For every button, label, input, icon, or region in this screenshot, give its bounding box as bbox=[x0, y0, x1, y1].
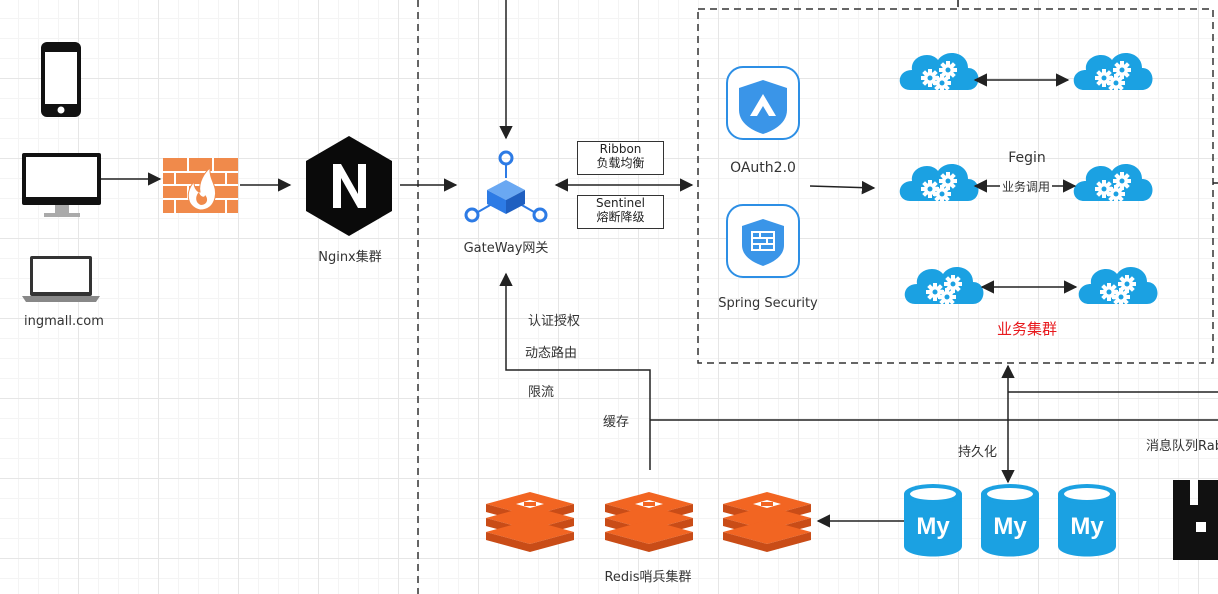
gateway-feature: 认证授权 bbox=[528, 314, 581, 329]
phone-icon bbox=[41, 42, 81, 117]
mq-label: 消息队列Rab bbox=[1146, 439, 1218, 454]
gateway-icon bbox=[464, 150, 548, 223]
service-cloud-icon bbox=[1074, 53, 1153, 92]
mysql-glyph: My bbox=[1070, 513, 1104, 540]
business-cluster-border bbox=[697, 8, 1214, 364]
oauth-label: OAuth2.0 bbox=[730, 160, 796, 176]
ribbon-subtitle: 负载均衡 bbox=[596, 156, 645, 170]
business-call-label: 业务调用 bbox=[1001, 180, 1051, 194]
redis-icon bbox=[723, 492, 811, 552]
service-cloud-icon bbox=[1074, 164, 1153, 203]
site-label: ingmall.com bbox=[24, 314, 104, 329]
service-cloud-icon bbox=[900, 164, 979, 203]
gateway-feature: 缓存 bbox=[603, 415, 630, 430]
spring-security-icon bbox=[726, 204, 800, 278]
service-cloud-icon bbox=[905, 267, 984, 306]
desktop-icon bbox=[22, 153, 101, 217]
spring-security-label: Spring Security bbox=[718, 296, 818, 311]
nginx-icon bbox=[306, 136, 392, 236]
ribbon-title: Ribbon bbox=[599, 142, 642, 156]
nginx-label: Nginx集群 bbox=[318, 250, 382, 265]
persist-label: 持久化 bbox=[958, 445, 998, 460]
business-cluster-label: 业务集群 bbox=[996, 320, 1058, 338]
firewall-icon bbox=[163, 158, 238, 213]
sentinel-label-box: Sentinel 熔断降级 bbox=[577, 195, 664, 229]
gateway-label: GateWay网关 bbox=[463, 241, 549, 256]
rabbitmq-icon bbox=[1173, 480, 1218, 560]
fegin-label: Fegin bbox=[1008, 150, 1046, 166]
connectors bbox=[101, 0, 1218, 528]
sentinel-subtitle: 熔断降级 bbox=[596, 210, 645, 224]
redis-icon bbox=[605, 492, 693, 552]
gateway-feature: 限流 bbox=[528, 385, 555, 400]
ribbon-label-box: Ribbon 负载均衡 bbox=[577, 141, 664, 175]
laptop-icon bbox=[22, 256, 100, 302]
oauth-shield-icon bbox=[726, 66, 800, 140]
mysql-glyph: My bbox=[993, 513, 1027, 540]
redis-icon bbox=[486, 492, 574, 552]
service-cloud-icon bbox=[900, 53, 979, 92]
redis-cluster-label: Redis哨兵集群 bbox=[604, 570, 692, 585]
mysql-glyph: My bbox=[916, 513, 950, 540]
sentinel-title: Sentinel bbox=[596, 196, 645, 210]
service-cloud-icon bbox=[1079, 267, 1158, 306]
gateway-feature: 动态路由 bbox=[525, 346, 578, 361]
